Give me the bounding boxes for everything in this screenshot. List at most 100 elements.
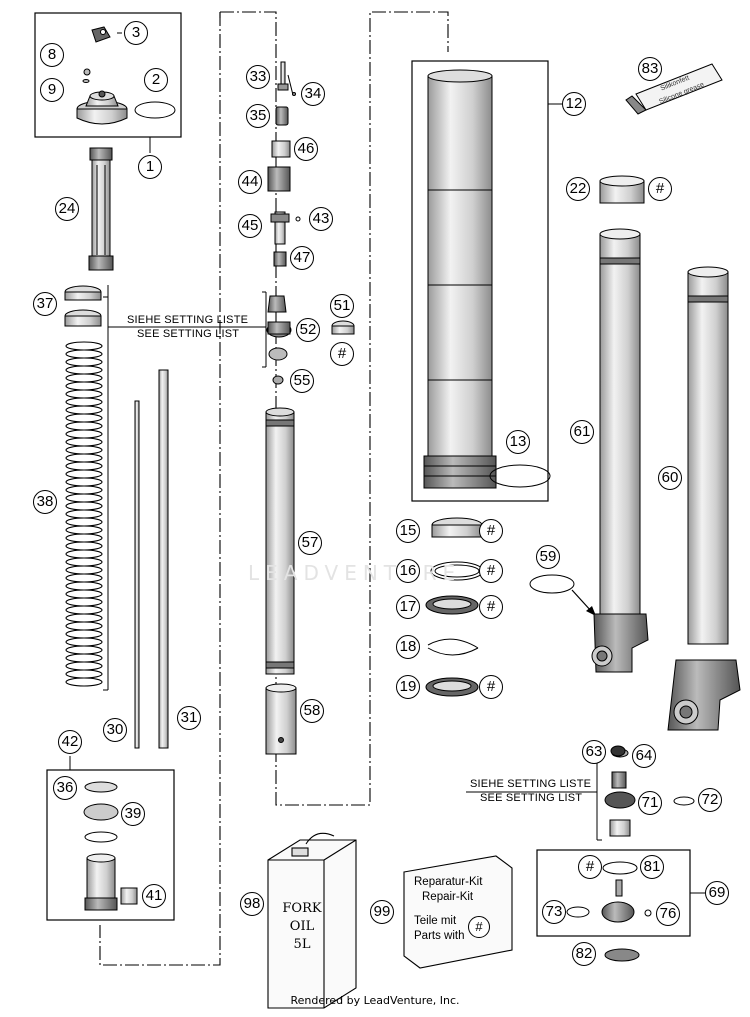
spring-coil	[65, 445, 103, 455]
callout-35: 35	[246, 104, 270, 128]
callout-81-hash: #	[578, 855, 602, 879]
part-37	[64, 285, 102, 327]
callout-38: 38	[33, 490, 57, 514]
callout-81: 81	[640, 855, 664, 879]
callout-45: 45	[238, 214, 262, 238]
cap-assembly-parts	[76, 26, 176, 125]
spring-coil	[65, 501, 103, 511]
box-seal-kit	[46, 769, 175, 921]
part-98-oil-can	[267, 832, 357, 1009]
spring-coil	[65, 597, 103, 607]
callout-83: 83	[638, 57, 662, 81]
part-61	[529, 228, 649, 673]
spring-coil	[65, 493, 103, 503]
part-99-kit-box	[403, 855, 513, 969]
callout-47: 47	[290, 246, 314, 270]
spring-coil	[65, 661, 103, 671]
spring-coil	[65, 477, 103, 487]
spring-coil	[65, 581, 103, 591]
callout-51-hash: #	[330, 342, 354, 366]
callout-18: 18	[396, 635, 420, 659]
spring-coil	[65, 525, 103, 535]
callout-9: 9	[40, 78, 64, 102]
part-12	[423, 69, 551, 489]
arrow-59	[571, 589, 593, 613]
spring-coil	[65, 421, 103, 431]
callout-19: 19	[396, 675, 420, 699]
kit-boxes	[34, 12, 691, 937]
callout-41: 41	[142, 884, 166, 908]
spring-coil	[65, 453, 103, 463]
callout-17-hash: #	[479, 595, 503, 619]
setting-note-lower-1: SIEHE SETTING LISTE	[470, 778, 592, 790]
callout-39: 39	[121, 802, 145, 826]
callout-61: 61	[570, 420, 594, 444]
callout-22: 22	[566, 177, 590, 201]
callout-58: 58	[300, 699, 324, 723]
fork-oil-line3: 5L	[293, 937, 311, 952]
spring-coil	[65, 357, 103, 367]
leader-lines	[69, 32, 705, 894]
spring-coil	[65, 341, 103, 351]
part-83	[625, 63, 723, 115]
spring-coil	[65, 621, 103, 631]
spring-coil	[65, 589, 103, 599]
repair-kit-line3: Teile mit	[414, 915, 457, 927]
callout-12: 12	[562, 92, 586, 116]
callout-44: 44	[238, 170, 262, 194]
lower-right-parts	[566, 745, 695, 962]
spring-coil	[65, 557, 103, 567]
spring-coil	[65, 365, 103, 375]
spring-coil	[65, 605, 103, 615]
watermark: LEADVENTURE	[248, 561, 462, 585]
callout-36: 36	[53, 776, 77, 800]
callout-16-hash: #	[479, 559, 503, 583]
spring-coil	[65, 509, 103, 519]
callout-60: 60	[658, 466, 682, 490]
callout-64: 64	[632, 744, 656, 768]
rods	[134, 369, 169, 749]
callout-15-hash: #	[479, 519, 503, 543]
spring-coil	[65, 405, 103, 415]
spring-coil	[65, 653, 103, 663]
spring-coil	[65, 549, 103, 559]
box-outer-tube-kit	[411, 60, 549, 502]
part-58	[265, 683, 297, 755]
part-24	[88, 147, 114, 271]
callout-1: 1	[138, 155, 162, 179]
callout-82: 82	[572, 942, 596, 966]
spring-coil	[65, 573, 103, 583]
spring-coil	[65, 373, 103, 383]
callout-16: 16	[396, 559, 420, 583]
callout-99: 99	[370, 900, 394, 924]
spring-coil	[65, 381, 103, 391]
callout-22-hash: #	[648, 177, 672, 201]
setting-note-upper-1: SIEHE SETTING LISTE	[127, 314, 249, 326]
callout-8: 8	[40, 43, 64, 67]
repair-kit-line4: Parts with	[414, 930, 465, 942]
fork-oil-line1: FORK	[282, 901, 322, 916]
callout-24: 24	[55, 197, 79, 221]
callout-46: 46	[294, 137, 318, 161]
seal-kit-parts	[83, 781, 138, 911]
spring-coil	[65, 517, 103, 527]
callout-3: 3	[124, 21, 148, 45]
fork-oil-line2: OIL	[289, 919, 315, 934]
callout-31: 31	[177, 706, 201, 730]
callout-72: 72	[698, 788, 722, 812]
callout-43: 43	[309, 207, 333, 231]
spring-coil	[65, 437, 103, 447]
callout-42: 42	[58, 730, 82, 754]
repair-kit-line2: Repair-Kit	[422, 891, 474, 903]
callout-59: 59	[536, 545, 560, 569]
callout-63: 63	[582, 740, 606, 764]
spring-coil	[65, 469, 103, 479]
spring-coil	[65, 637, 103, 647]
callout-2: 2	[144, 68, 168, 92]
seal-parts	[425, 517, 484, 697]
callout-17: 17	[396, 595, 420, 619]
callout-13: 13	[506, 430, 530, 454]
callout-52: 52	[296, 318, 320, 342]
callout-37: 37	[33, 292, 57, 316]
